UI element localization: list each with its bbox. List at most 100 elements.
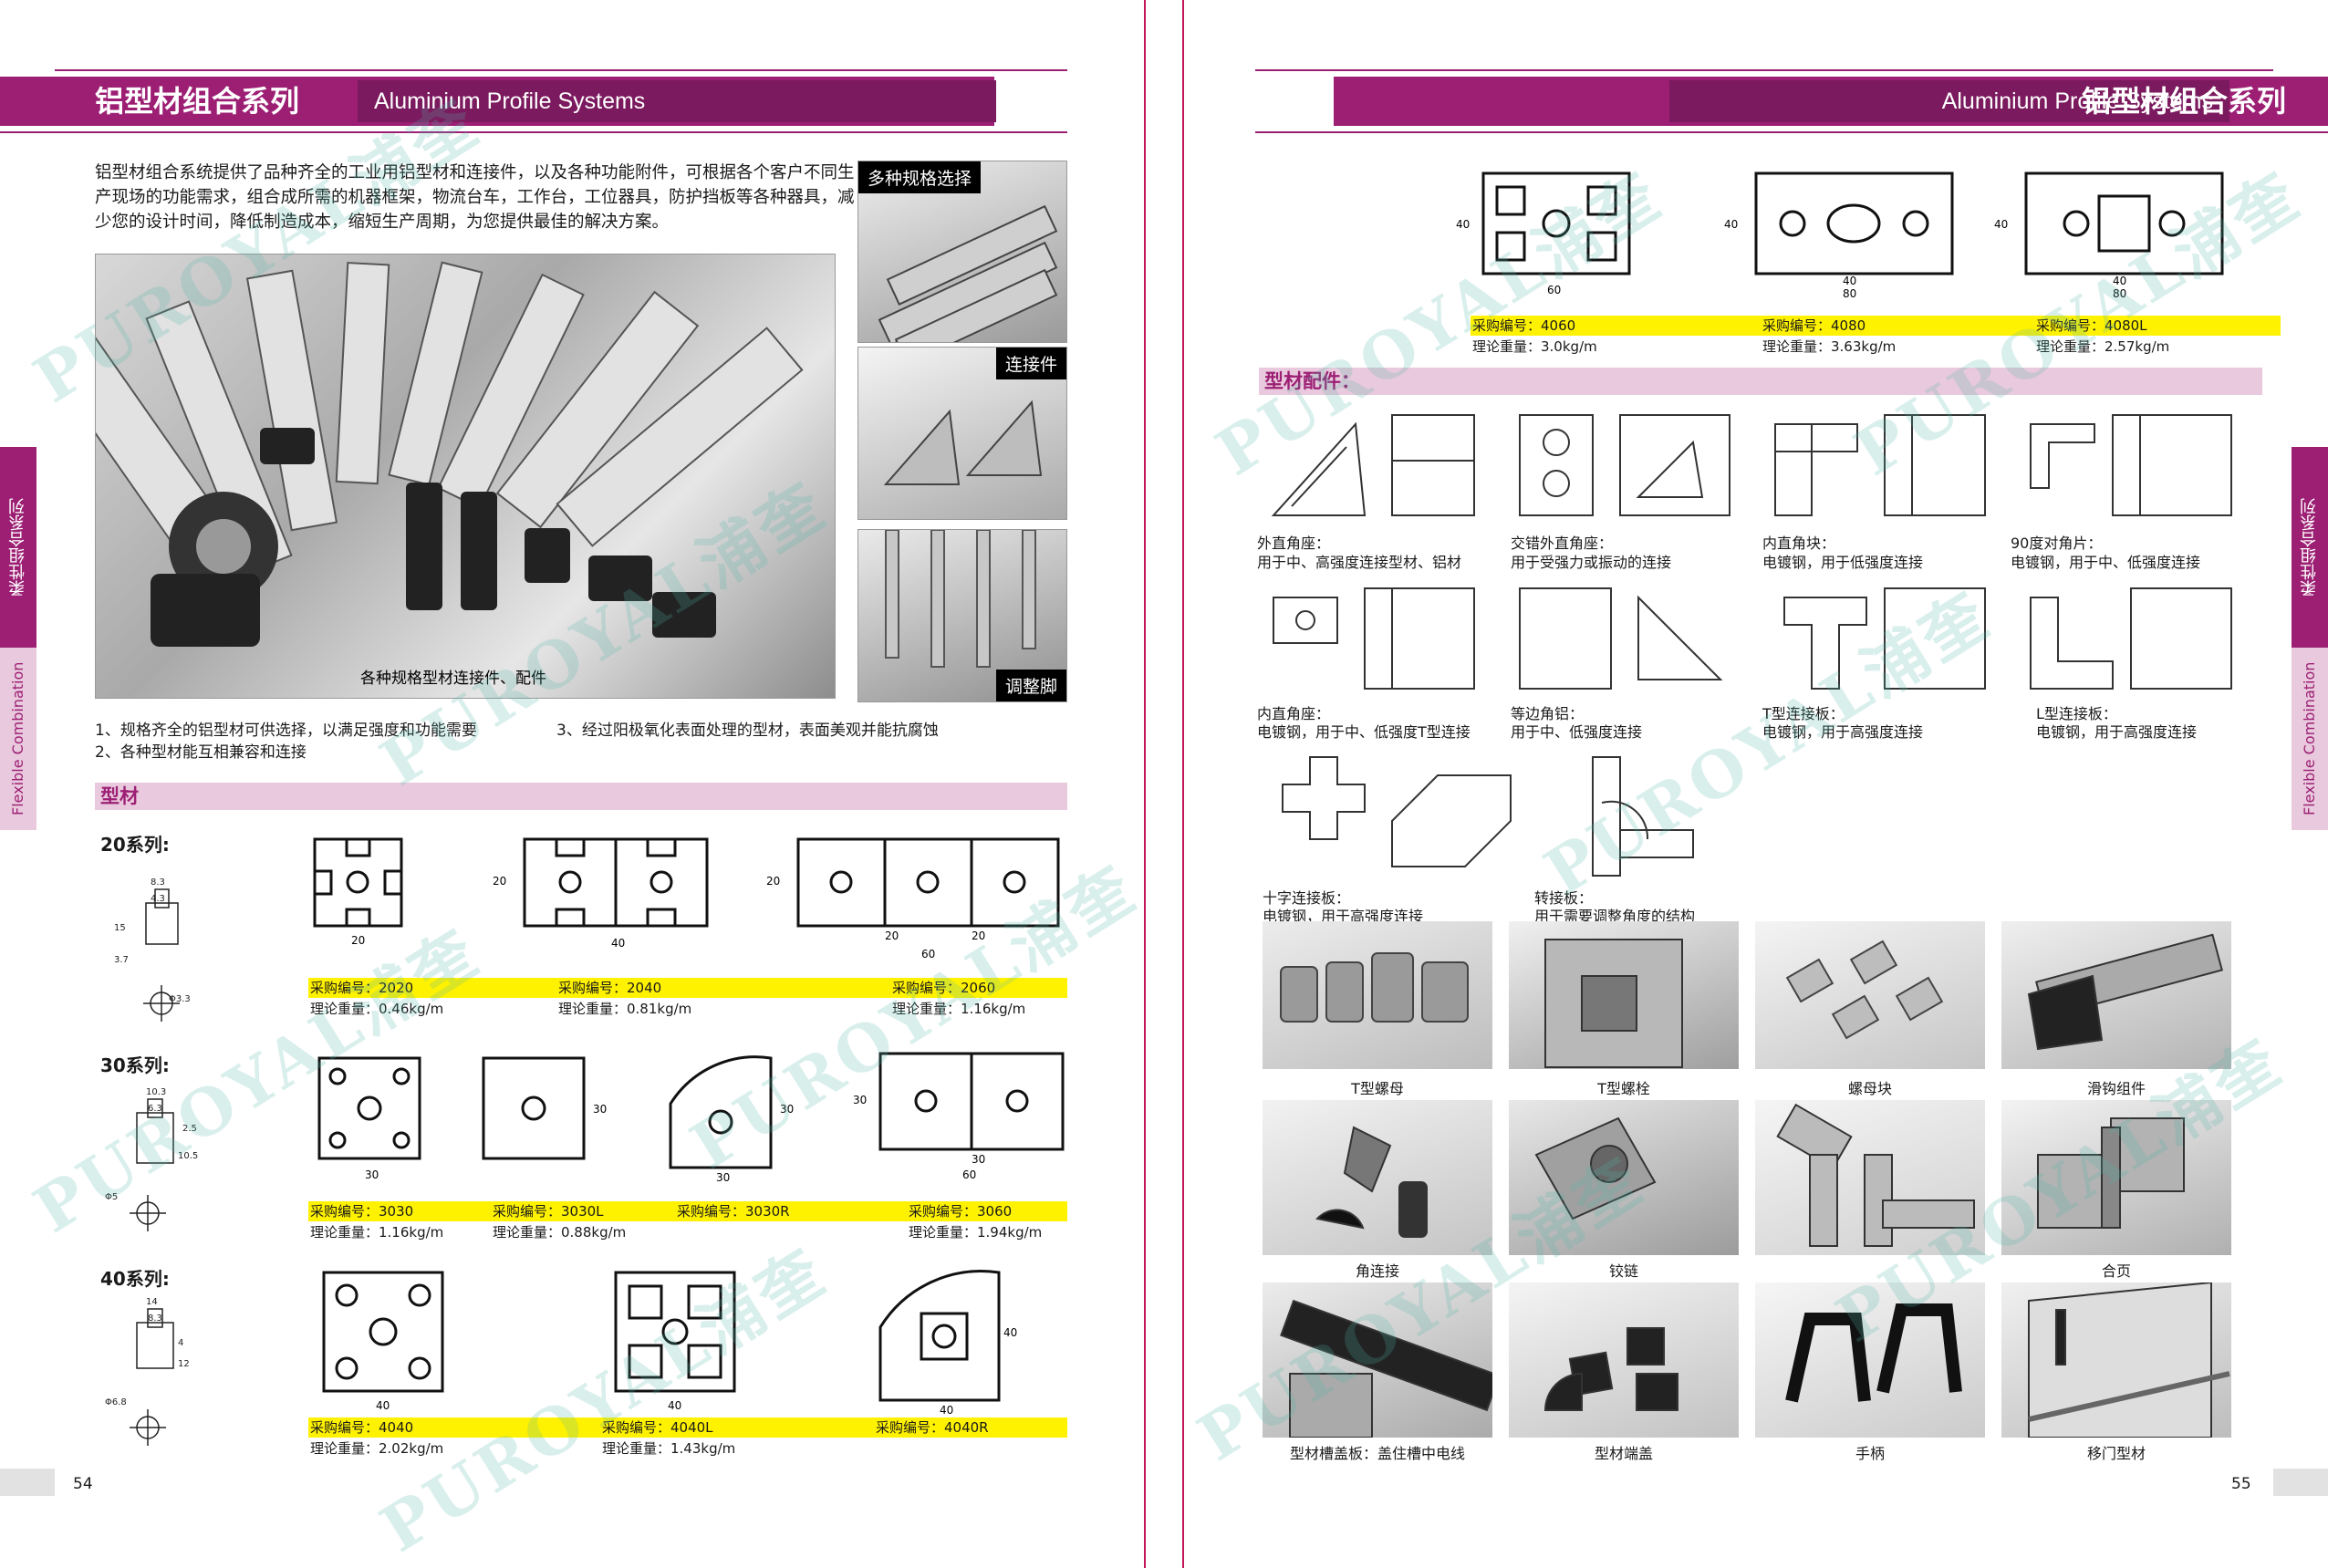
svg-text:4: 4 [178, 1338, 183, 1348]
fitting-drawing [2012, 406, 2240, 529]
profile-drawing-3030: 30 [301, 1049, 438, 1186]
profile-drawing-4040: 40 [310, 1263, 456, 1414]
crop-line [1182, 0, 1184, 1568]
code-4080: 采购编号：4080 [1762, 317, 1866, 334]
svg-text:40: 40 [668, 1399, 681, 1412]
fitting-name-8: L型连接板： [2036, 705, 2117, 722]
photo-caption-connectors: 连接件 [995, 348, 1066, 379]
svg-text:30: 30 [853, 1094, 867, 1106]
page-tab [2273, 1469, 2328, 1496]
profile-drawing-4040L: 40 [602, 1263, 748, 1414]
svg-text:8.3: 8.3 [148, 1314, 162, 1324]
photo-slot-cover [1263, 1282, 1492, 1438]
photo-caption: 型材端盖 [1594, 1445, 1653, 1462]
photo-caption-specs: 多种规格选择 [858, 161, 982, 193]
note-3: 3、经过阳极氧化表面处理的型材，表面美观并能抗腐蚀 [556, 722, 939, 740]
side-tab-light: Flexible Combination [2292, 648, 2328, 830]
weight-4060: 理论重量：3.0kg/m [1472, 338, 1597, 355]
svg-text:4.3: 4.3 [151, 894, 165, 904]
svg-text:2.5: 2.5 [182, 1124, 197, 1134]
fitting-name-4: 90度对角片： [2011, 535, 2103, 552]
photo-caption: 滑钩组件 [2086, 1080, 2146, 1097]
code-3060: 采购编号：3060 [909, 1203, 1013, 1220]
profile-drawing-3030L: 30 [470, 1049, 607, 1186]
svg-text:10.5: 10.5 [178, 1151, 198, 1161]
weight-2060: 理论重量：1.16kg/m [892, 1001, 1026, 1017]
svg-text:20: 20 [493, 875, 506, 888]
photo-caption: 角连接 [1355, 1262, 1399, 1280]
code-4040L: 采购编号：4040L [602, 1419, 713, 1436]
section-bar [1259, 368, 2262, 395]
series-label-40: 40系列: [100, 1268, 170, 1290]
svg-text:60: 60 [962, 1168, 976, 1181]
highlight-bar [308, 1417, 1067, 1438]
code-3030: 采购编号：3030 [310, 1203, 414, 1220]
series-label-20: 20系列: [100, 834, 170, 856]
weight-4080: 理论重量：3.63kg/m [1762, 338, 1897, 355]
svg-text:Φ5: Φ5 [105, 1192, 118, 1202]
header-rule [1255, 69, 2273, 71]
right-page: Aluminium Profile Systems 铝型材组合系列 柔性组合系列… [1164, 0, 2328, 1568]
fitting-drawing [1511, 579, 1739, 698]
svg-text:60: 60 [921, 948, 935, 961]
photo-caption: 螺母块 [1847, 1080, 1892, 1097]
photo-caption-feet: 调整脚 [995, 670, 1066, 701]
weight-3030L: 理论重量：0.88kg/m [493, 1224, 627, 1241]
left-page: 铝型材组合系列 Aluminium Profile Systems 柔性组合系列… [0, 0, 1150, 1568]
main-photo-caption: 各种规格型材连接件、配件 [360, 670, 546, 688]
svg-text:30: 30 [716, 1171, 730, 1184]
fitting-drawing [1511, 406, 1739, 529]
code-4060: 采购编号：4060 [1472, 317, 1576, 334]
fitting-name-7: T型连接板： [1762, 705, 1845, 722]
section-title: 型材 [100, 785, 139, 807]
fitting-drawing [1547, 748, 1711, 885]
svg-text:30: 30 [593, 1103, 607, 1116]
photo-connectors: 连接件 [857, 347, 1067, 520]
code-2020: 采购编号：2020 [310, 980, 414, 996]
photo-t-bolt [1509, 921, 1739, 1069]
svg-text:8.3: 8.3 [151, 877, 165, 888]
svg-text:20: 20 [351, 934, 365, 947]
profile-drawing-2020: 20 [301, 830, 411, 949]
photo-caption: 移门型材 [2086, 1445, 2146, 1462]
crop-line [1144, 0, 1146, 1568]
weight-3060: 理论重量：1.94kg/m [909, 1224, 1043, 1241]
svg-text:40: 40 [1724, 218, 1738, 231]
fitting-desc-3: 电镀钢，用于低强度连接 [1762, 554, 1924, 571]
svg-text:20: 20 [766, 875, 780, 888]
fitting-drawing [2012, 579, 2240, 698]
svg-text:80: 80 [1843, 287, 1856, 300]
photo-caption: T型螺母 [1351, 1080, 1404, 1097]
photo-caption: 型材槽盖板：盖住槽中电线 [1289, 1445, 1465, 1462]
main-photo: 各种规格型材连接件、配件 [95, 254, 836, 699]
code-3030L: 采购编号：3030L [493, 1203, 604, 1220]
weight-4040: 理论重量：2.02kg/m [310, 1440, 444, 1457]
photo-caption: T型螺栓 [1597, 1080, 1650, 1097]
svg-text:14: 14 [146, 1297, 158, 1307]
weight-2020: 理论重量：0.46kg/m [310, 1001, 444, 1017]
svg-text:40: 40 [1843, 275, 1856, 287]
section-title: 型材配件： [1264, 370, 1360, 392]
svg-text:Φ6.8: Φ6.8 [105, 1397, 127, 1407]
code-4040: 采购编号：4040 [310, 1419, 414, 1436]
photo-end-cap [1509, 1282, 1739, 1438]
photo-t-nut [1263, 921, 1492, 1069]
fitting-drawing [1255, 579, 1483, 698]
photo-caption: 手柄 [1855, 1445, 1885, 1462]
svg-text:20: 20 [885, 929, 899, 942]
svg-text:40: 40 [1456, 218, 1470, 231]
photo-hinge-joint [1509, 1100, 1739, 1255]
fitting-desc-8: 电镀钢，用于高强度连接 [2036, 723, 2198, 741]
weight-4040L: 理论重量：1.43kg/m [602, 1440, 736, 1457]
fitting-desc-10: 用于需要调整角度的结构 [1534, 908, 1696, 925]
side-tab-light: Flexible Combination [0, 648, 36, 830]
page-subtitle: Aluminium Profile Systems [1669, 80, 2229, 122]
page-number: 54 [73, 1475, 93, 1493]
svg-text:15: 15 [114, 923, 126, 933]
